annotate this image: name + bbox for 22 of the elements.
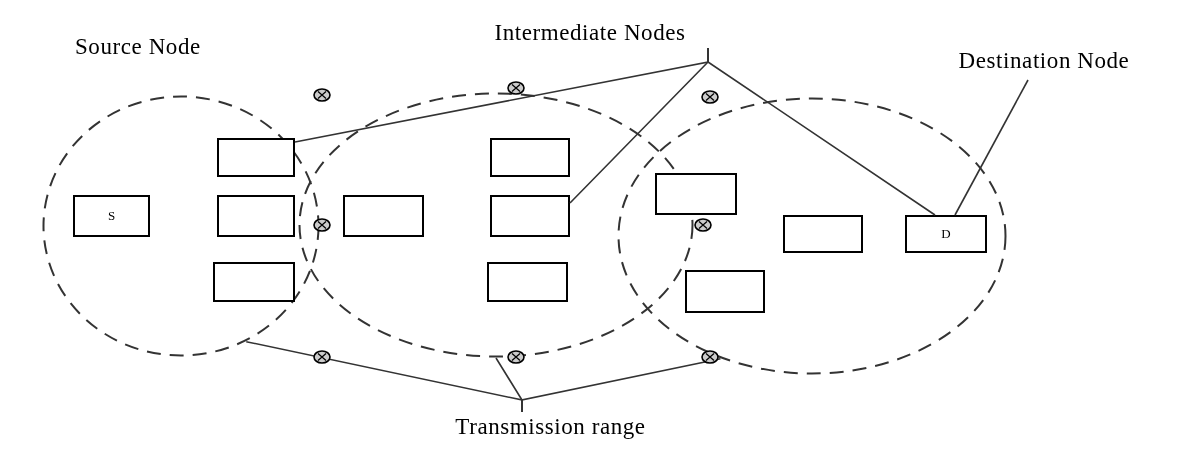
node-box bbox=[783, 215, 863, 253]
node-box: D bbox=[905, 215, 987, 253]
node-box bbox=[655, 173, 737, 215]
node-box: S bbox=[73, 195, 150, 237]
node-box bbox=[343, 195, 424, 237]
node-box bbox=[213, 262, 295, 302]
node-box bbox=[487, 262, 568, 302]
caption-text: Source Node bbox=[75, 33, 201, 61]
node-box bbox=[490, 195, 570, 237]
leader-caption: Intermediate Nodes bbox=[415, 18, 765, 48]
transmission-range-circle bbox=[617, 97, 1007, 375]
leader-line bbox=[954, 79, 1029, 216]
node-box bbox=[685, 270, 765, 313]
leader-caption: Transmission range bbox=[378, 412, 723, 442]
transmission-range-circle bbox=[298, 92, 694, 358]
leader-caption: Destination Node bbox=[888, 42, 1200, 80]
node-box bbox=[217, 195, 295, 237]
node-box bbox=[217, 138, 295, 177]
node-box bbox=[490, 138, 570, 177]
leader-line bbox=[707, 47, 936, 216]
transmission-range-circle bbox=[42, 95, 320, 357]
leader-line bbox=[521, 357, 722, 413]
